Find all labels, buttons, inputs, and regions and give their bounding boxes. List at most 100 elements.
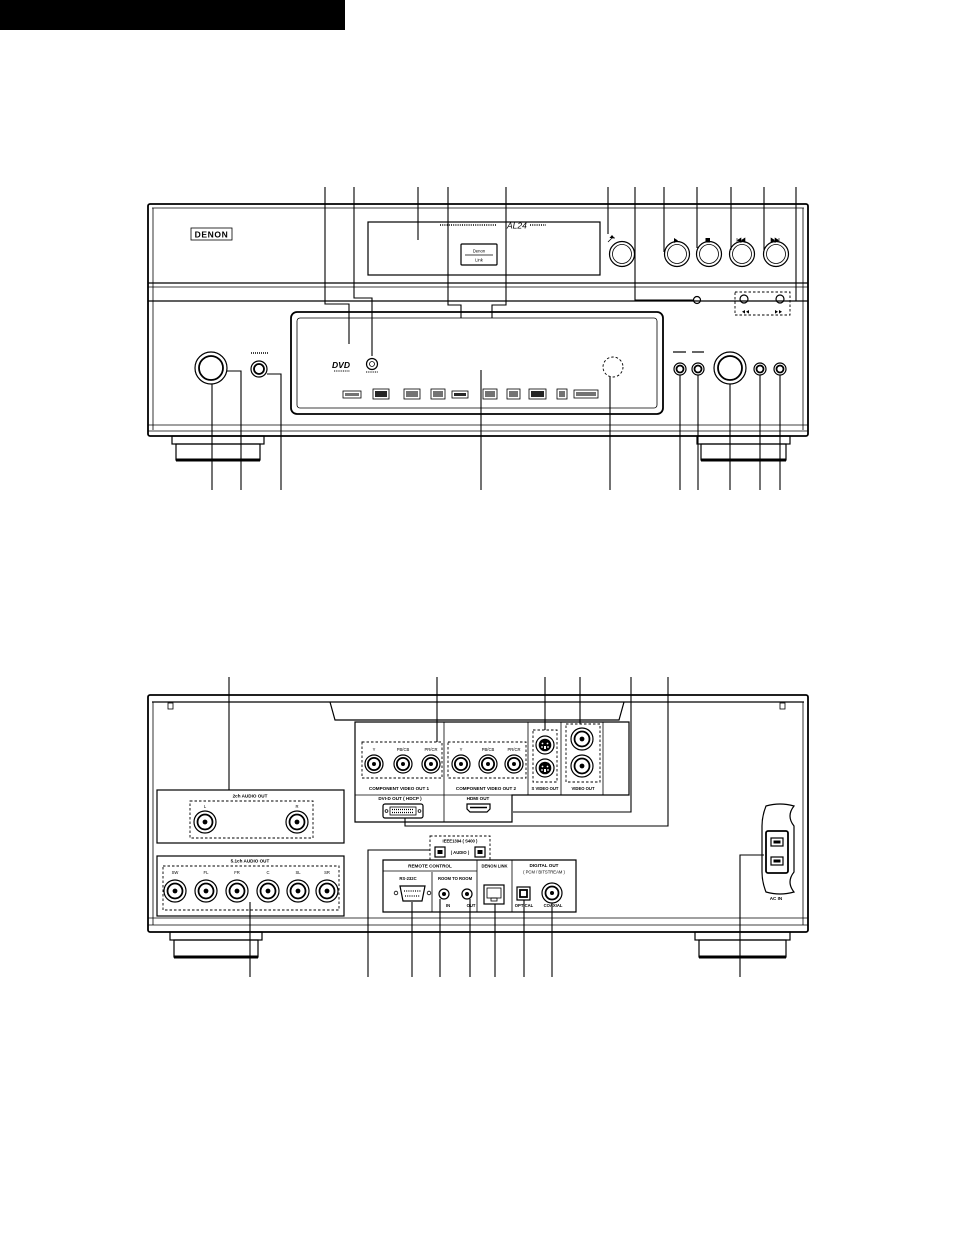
jog-knob [713, 351, 747, 385]
room-to-room-in-label: IN [446, 903, 450, 908]
callout-line [739, 854, 764, 977]
denon-link-button-line2: Link [475, 258, 484, 263]
audio-51ch-label: C [266, 870, 269, 875]
audio-51ch-jack [194, 879, 218, 903]
rear-jacks [163, 727, 594, 903]
ieee1394-group: IEEE1394 ( S400 ) ( AUDIO ) [429, 835, 491, 861]
video-out-jack [570, 727, 594, 751]
skip-back-button [728, 237, 756, 268]
search-forward-button [775, 294, 785, 304]
denon-link-button: Denon Link [460, 243, 498, 266]
s-video-jack [535, 758, 555, 778]
rear-foot-right [694, 931, 791, 959]
room-to-room-out-jack [461, 888, 473, 900]
callout-line [367, 849, 430, 977]
model-mark: AL24 [506, 221, 527, 231]
component-2-group [447, 741, 527, 779]
denon-link-port [483, 884, 505, 905]
component-1-title: COMPONENT VIDEO OUT 1 [369, 786, 430, 791]
callout-line [324, 187, 350, 344]
search-buttons-group [734, 291, 791, 316]
indicator-led [692, 295, 702, 305]
play-icon [674, 238, 678, 243]
audio-51ch-jack [163, 879, 187, 903]
audio-51ch-label: SW [172, 870, 179, 875]
denon-link-button-line1: Denon [473, 249, 486, 254]
callout-line [404, 677, 669, 827]
format-logo [556, 388, 568, 400]
search-back-button [739, 294, 749, 304]
front-panel-body [147, 203, 809, 437]
video-out-title: VIDEO OUT [571, 786, 594, 791]
room-to-room-label: ROOM TO ROOM [438, 876, 473, 881]
callout-line [790, 187, 797, 302]
ac-inlet [761, 803, 796, 895]
rear-screw-right [779, 702, 786, 710]
play-button [663, 238, 691, 268]
eject-button [607, 235, 636, 268]
audio-51ch-title: 5.1ch AUDIO OUT [231, 859, 270, 864]
audio-2ch-group [189, 800, 314, 839]
hdmi-port [466, 803, 491, 813]
format-logo [372, 388, 390, 400]
format-logo [342, 390, 362, 399]
page-header-bar [0, 0, 345, 30]
remote-control-title: REMOTE CONTROL [408, 864, 452, 869]
audio-2ch-left-label: L [204, 804, 207, 809]
coaxial-label: COAXIAL [544, 903, 563, 908]
component-1-jack [421, 754, 441, 774]
dvi-port [382, 803, 424, 819]
skip-forward-icon [770, 237, 780, 244]
s-video-group [532, 729, 558, 783]
component-2-jack [478, 754, 498, 774]
small-button-4 [773, 362, 787, 376]
audio-2ch-title: 2ch AUDIO OUT [233, 794, 268, 799]
ieee1394-title: IEEE1394 ( S400 ) [443, 839, 479, 844]
audio-2ch-left-jack [193, 810, 217, 834]
ieee1394-port-2 [474, 846, 486, 858]
audio-2ch-right-label: R [295, 804, 298, 809]
audio-2ch-right-jack [285, 810, 309, 834]
audio-51ch-label: SL [295, 870, 301, 875]
video-out-jack [570, 754, 594, 778]
ieee1394-port-1 [434, 846, 446, 858]
ieee1394-subtitle: ( AUDIO ) [451, 850, 470, 855]
audio-51ch-group [162, 865, 340, 911]
skip-back-icon [736, 237, 746, 244]
coaxial-jack [541, 882, 563, 904]
component-2-jack [451, 754, 471, 774]
digital-out-title: DIGITAL OUT [530, 863, 559, 868]
dvd-logo: DVD [332, 360, 350, 372]
audio-51ch-jack [256, 879, 280, 903]
component-1-jack [393, 754, 413, 774]
stop-icon [705, 238, 710, 243]
component-1-jack [364, 754, 384, 774]
format-logo [573, 389, 599, 399]
room-to-room-in-jack [438, 888, 450, 900]
audio-51ch-label: FR [234, 870, 240, 875]
rear-panel: Y PB/CB PR/CR Y PB/CB PR/CR COMPONENT VI… [147, 677, 809, 977]
format-logo [528, 388, 547, 400]
s-video-title: S VIDEO OUT [532, 786, 559, 791]
remote-sensor [602, 356, 624, 378]
format-logo-strip [342, 388, 599, 400]
format-logo [482, 388, 498, 400]
rs232c-port [393, 885, 432, 902]
audio-51ch-jack [286, 879, 310, 903]
fast-forward-icon [775, 310, 782, 314]
eject-icon [609, 235, 615, 238]
component-1-pb-label: PB/CB [397, 747, 410, 752]
video-out-group [565, 723, 601, 783]
rear-callout-lines [228, 677, 764, 977]
format-logo [430, 388, 446, 400]
disc-tray [367, 221, 601, 276]
front-foot-right [696, 435, 791, 462]
component-1-pr-label: PR/CR [424, 747, 437, 752]
callout-line [513, 677, 632, 813]
power-button [194, 351, 228, 385]
format-logo [451, 390, 469, 399]
format-logo [506, 388, 521, 400]
callout-line [634, 187, 693, 301]
component-1-y-label: Y [373, 747, 376, 752]
